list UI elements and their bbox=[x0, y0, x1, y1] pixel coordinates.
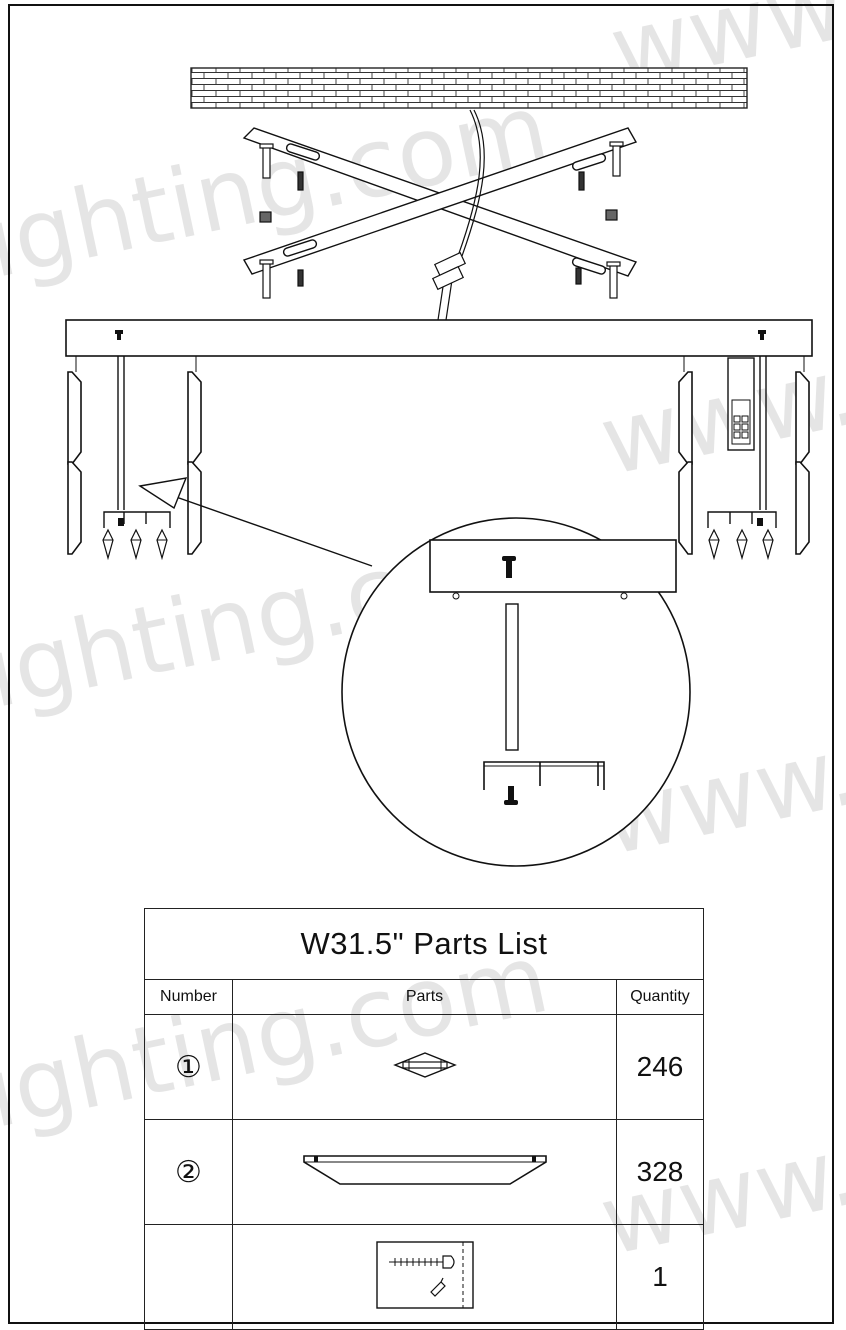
part-number bbox=[144, 1224, 233, 1330]
part-number: ② bbox=[144, 1119, 233, 1225]
crystal-bead-icon bbox=[392, 1051, 457, 1078]
part-image-cell bbox=[232, 1224, 617, 1330]
crystal-prism-plate-icon bbox=[302, 1154, 547, 1185]
part-image-cell bbox=[232, 1119, 617, 1225]
right-pendant-assembly bbox=[678, 356, 810, 559]
table-row: 1 bbox=[144, 1224, 704, 1330]
header-number: Number bbox=[144, 979, 233, 1015]
part-quantity: 328 bbox=[616, 1119, 704, 1225]
mounting-screw-icon bbox=[259, 141, 624, 299]
parts-list-title: W31.5" Parts List bbox=[144, 908, 704, 980]
part-number: ① bbox=[144, 1014, 233, 1120]
table-row: ② 328 bbox=[144, 1119, 704, 1225]
header-quantity: Quantity bbox=[616, 979, 704, 1015]
table-row: ① 246 bbox=[144, 1014, 704, 1120]
parts-list-table: W31.5" Parts List Number Parts Quantity … bbox=[144, 908, 704, 1330]
wire-connector-icon bbox=[431, 251, 467, 291]
detail-magnifier-circle bbox=[341, 517, 691, 867]
left-pendant-assembly bbox=[67, 356, 202, 559]
ceiling-brick bbox=[190, 67, 748, 109]
header-parts: Parts bbox=[232, 979, 617, 1015]
part-quantity: 246 bbox=[616, 1014, 704, 1120]
cross-mounting-bars bbox=[242, 127, 638, 277]
part-image-cell bbox=[232, 1014, 617, 1120]
canopy-bar bbox=[65, 319, 813, 357]
screw-pack-icon bbox=[375, 1240, 474, 1309]
assembly-drawing bbox=[65, 67, 813, 867]
part-quantity: 1 bbox=[616, 1224, 704, 1330]
callout-arrow bbox=[138, 477, 373, 567]
